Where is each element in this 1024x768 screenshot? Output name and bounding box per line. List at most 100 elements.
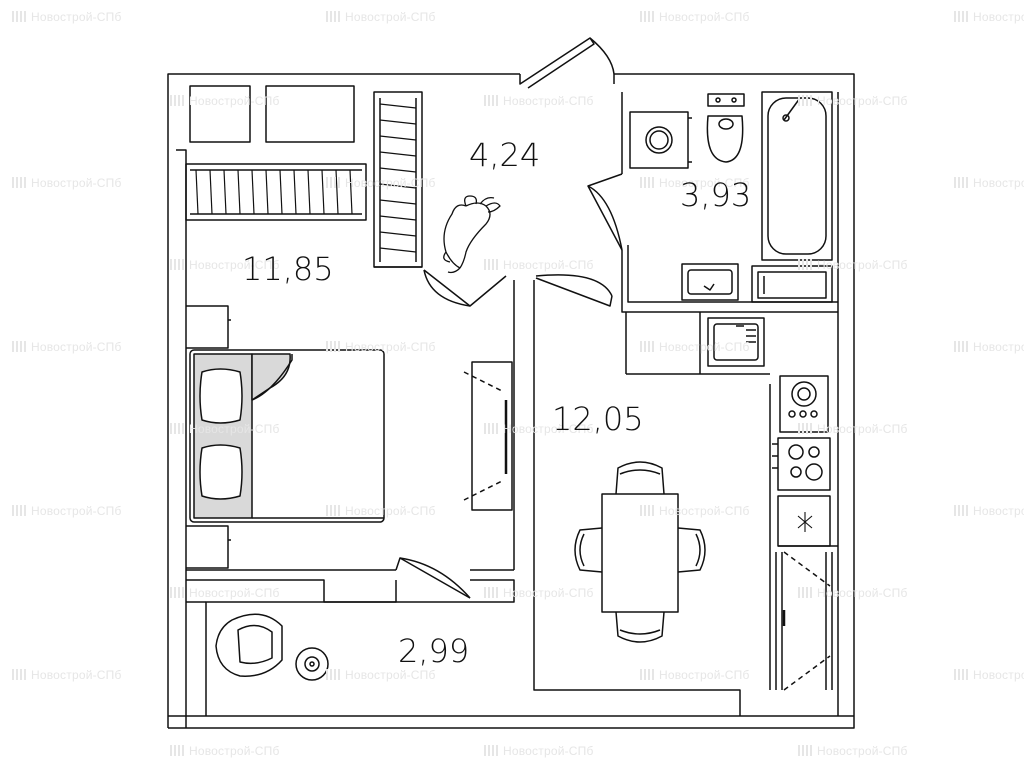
wardrobe-bedroom [185,163,367,221]
watermark: Новострой-СПб [798,258,908,272]
watermark: Новострой-СПб [954,668,1024,682]
building-icon [954,11,968,22]
watermark: Новострой-СПб [954,504,1024,518]
watermark: Новострой-СПб [954,340,1024,354]
building-icon [798,587,812,598]
watermark: Новострой-СПб [798,422,908,436]
watermark: Новострой-СПб [640,668,750,682]
building-icon [12,177,26,188]
building-icon [484,423,498,434]
toilet [706,93,745,163]
building-icon [170,95,184,106]
watermark: Новострой-СПб [170,422,280,436]
watermark: Новострой-СПб [12,340,122,354]
building-icon [640,177,654,188]
watermark: Новострой-СПб [798,586,908,600]
cooktop [772,437,831,491]
building-icon [484,745,498,756]
dining-chair-bottom [615,611,665,643]
building-icon [170,587,184,598]
watermark: Новострой-СПб [12,504,122,518]
entrance-door [519,37,615,89]
watermark: Новострой-СПб [640,340,750,354]
building-icon [640,505,654,516]
watermark: Новострой-СПб [326,340,436,354]
dining-chair-right [677,527,706,573]
dining-chair-top [615,461,665,495]
bathroom-door [587,173,623,251]
building-icon [798,745,812,756]
watermark: Новострой-СПб [484,422,594,436]
building-icon [326,11,340,22]
dining-table [601,493,679,613]
hall-area-label: 4,24 [469,136,541,174]
watermark: Новострой-СПб [170,94,280,108]
building-icon [170,745,184,756]
building-icon [798,423,812,434]
building-icon [12,505,26,516]
outer-walls [167,73,855,729]
double-bed [189,349,385,523]
building-icon [326,669,340,680]
nightstand-top [186,305,231,349]
building-icon [12,11,26,22]
watermark: Новострой-СПб [640,176,750,190]
bedroom-door-lower [395,557,471,599]
building-icon [170,423,184,434]
building-icon [12,669,26,680]
building-icon [326,341,340,352]
washing-machine [629,111,692,169]
shelf-left [189,85,251,143]
watermark: Новострой-СПб [326,176,436,190]
building-icon [640,11,654,22]
fridge [777,495,831,547]
watermark: Новострой-СПб [12,176,122,190]
watermark: Новострой-СПб [954,10,1024,24]
building-icon [484,95,498,106]
watermark: Новострой-СПб [484,744,594,758]
side-table [295,647,329,681]
building-icon [484,587,498,598]
building-icon [170,259,184,270]
building-icon [954,341,968,352]
dining-chair-left [574,527,603,573]
tv-stand [463,361,513,511]
watermark: Новострой-СПб [12,668,122,682]
bathtub [761,91,833,261]
kitchen-cabinet-lower [775,545,838,691]
building-icon [640,341,654,352]
watermark: Новострой-СПб [484,586,594,600]
nightstand-bottom [186,525,231,569]
shelf-right [265,85,355,143]
building-icon [12,341,26,352]
watermark: Новострой-СПб [954,176,1024,190]
building-icon [326,505,340,516]
balcony-area-label: 2,99 [398,632,470,670]
building-icon [484,259,498,270]
bathroom-area-label: 3,93 [680,176,752,214]
building-icon [798,259,812,270]
bathroom-cabinet [751,265,833,303]
building-icon [954,177,968,188]
bedroom-area-label: 11,85 [242,250,334,288]
building-icon [954,669,968,680]
watermark: Новострой-СПб [170,258,280,272]
watermark: Новострой-СПб [12,10,122,24]
watermark: Новострой-СПб [798,744,908,758]
armchair [215,613,283,677]
kitchen-door [535,274,613,307]
building-icon [640,669,654,680]
kitchen-counter [625,312,770,375]
dog-icon [443,195,501,274]
watermark: Новострой-СПб [326,668,436,682]
watermark: Новострой-СПб [326,10,436,24]
watermark: Новострой-СПб [640,504,750,518]
interior-walls [186,92,838,716]
building-icon [326,177,340,188]
building-icon [954,505,968,516]
watermark: Новострой-СПб [798,94,908,108]
watermark: Новострой-СПб [484,94,594,108]
watermark: Новострой-СПб [170,586,280,600]
kitchen-living-area-label: 12,05 [552,400,644,438]
bedroom-door [423,269,507,307]
